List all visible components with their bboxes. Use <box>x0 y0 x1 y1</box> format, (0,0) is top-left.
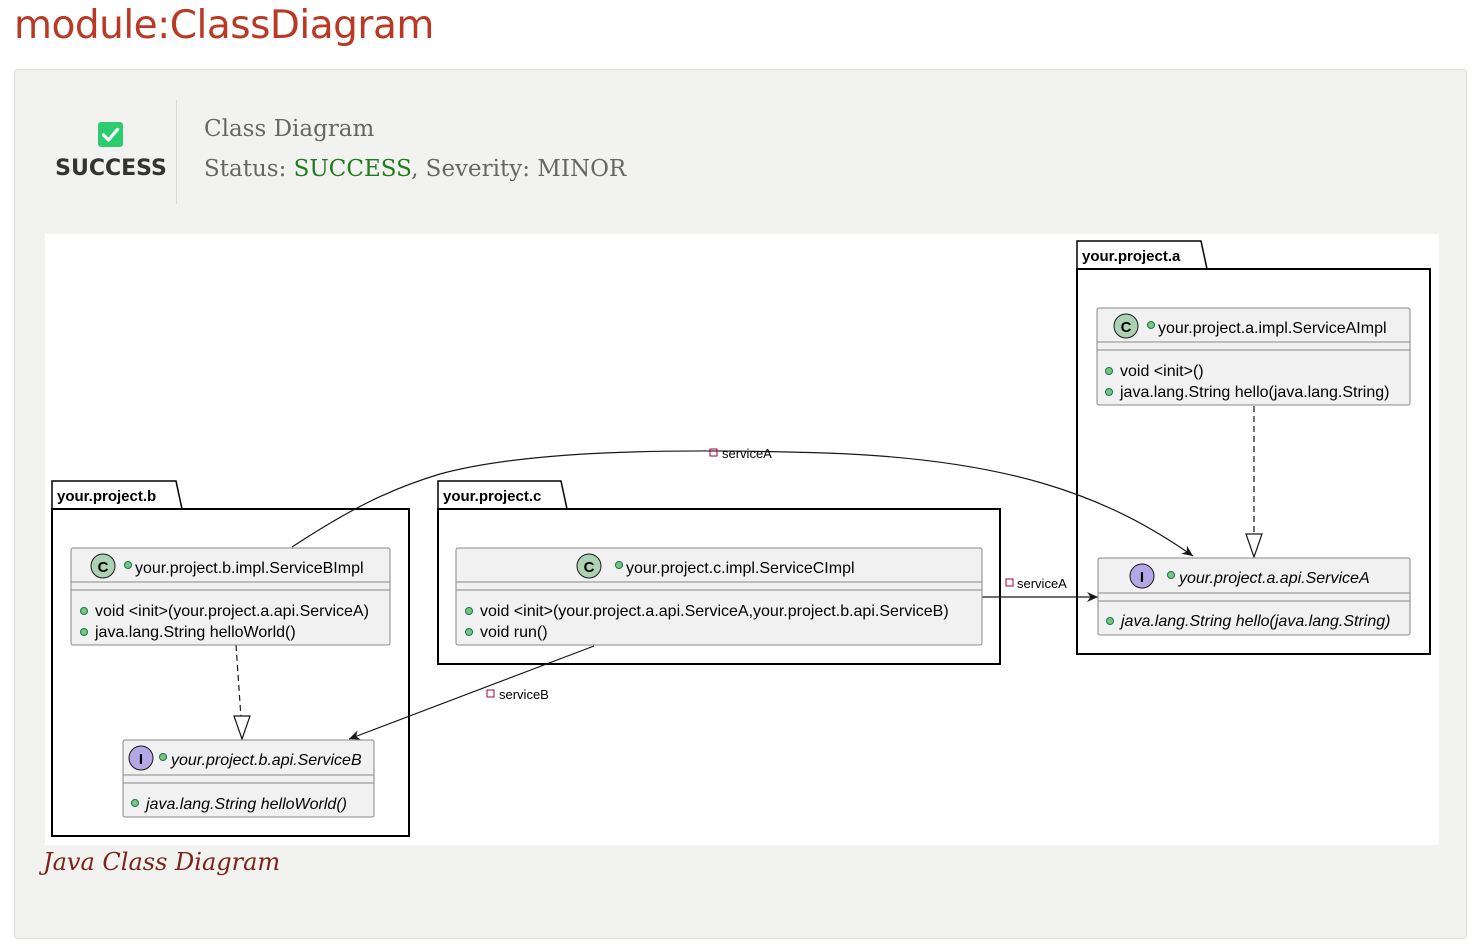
member: void <init>(your.project.a.api.ServiceA) <box>95 603 369 620</box>
edge-label-marker <box>1005 578 1014 587</box>
interface-name: your.project.a.api.ServiceA <box>1178 570 1370 587</box>
edge-b-impl-to-service-a <box>291 450 1194 557</box>
result-panel: SUCCESS Class Diagram Status: SUCCESS, S… <box>14 69 1467 939</box>
member: void run() <box>480 624 548 641</box>
stereotype-class-icon: C <box>584 559 595 576</box>
edge-label-marker <box>486 689 495 698</box>
member: java.lang.String helloWorld() <box>144 796 347 813</box>
divider <box>176 100 177 204</box>
class-service-b-impl: C your.project.b.impl.ServiceBImpl void … <box>70 547 391 646</box>
class-diagram: your.project.a your.project.b your.proje… <box>45 234 1439 845</box>
edge-label-b-impl-service-a: serviceA <box>722 446 772 461</box>
member: java.lang.String hello(java.lang.String) <box>1119 613 1390 630</box>
class-diagram-svg: your.project.a your.project.b your.proje… <box>51 240 1431 837</box>
status-prefix: Status: <box>204 156 294 182</box>
stereotype-class-icon: C <box>1121 319 1132 336</box>
status-value: SUCCESS <box>293 156 412 182</box>
interface-name: your.project.b.api.ServiceB <box>170 752 362 769</box>
member: java.lang.String helloWorld() <box>94 624 296 641</box>
diagram-caption: Java Class Diagram <box>43 848 281 876</box>
stereotype-interface-icon: I <box>139 751 143 768</box>
package-b: your.project.b <box>51 480 410 837</box>
package-c-label: your.project.c <box>443 488 541 505</box>
edge-c-impl-to-service-b <box>348 645 595 740</box>
class-name: your.project.b.impl.ServiceBImpl <box>135 560 364 577</box>
edge-label-c-impl-service-b: serviceB <box>499 687 549 702</box>
realization-b-impl-to-service-b <box>235 644 242 719</box>
class-name: your.project.a.impl.ServiceAImpl <box>1158 320 1387 337</box>
page-title: module:ClassDiagram <box>14 3 434 48</box>
interface-service-a: I your.project.a.api.ServiceA java.lang.… <box>1097 557 1411 636</box>
member: void <init>(your.project.a.api.ServiceA,… <box>480 603 949 620</box>
check-icon <box>98 122 123 147</box>
class-service-a-impl: C your.project.a.impl.ServiceAImpl void … <box>1096 307 1411 406</box>
edge-label-marker <box>709 448 718 457</box>
package-b-label: your.project.b <box>57 488 156 505</box>
stereotype-class-icon: C <box>98 559 109 576</box>
rule-title: Class Diagram <box>204 116 375 142</box>
package-a-label: your.project.a <box>1082 248 1181 265</box>
rule-status-line: Status: SUCCESS, Severity: MINOR <box>204 156 626 182</box>
package-a: your.project.a <box>1076 240 1431 655</box>
edge-label-c-impl-service-a: serviceA <box>1017 576 1067 591</box>
status-label: SUCCESS <box>55 156 167 181</box>
stereotype-interface-icon: I <box>1140 569 1144 586</box>
interface-service-b: I your.project.b.api.ServiceB java.lang.… <box>122 739 375 818</box>
member: java.lang.String hello(java.lang.String) <box>1119 384 1389 401</box>
member: void <init>() <box>1120 363 1204 380</box>
class-name: your.project.c.impl.ServiceCImpl <box>626 560 855 577</box>
realization-arrowhead-b <box>233 715 251 741</box>
class-service-c-impl: C your.project.c.impl.ServiceCImpl void … <box>455 547 983 646</box>
package-c: your.project.c <box>437 480 1001 665</box>
severity-text: , Severity: MINOR <box>411 156 627 182</box>
realization-arrowhead-a <box>1245 533 1263 559</box>
